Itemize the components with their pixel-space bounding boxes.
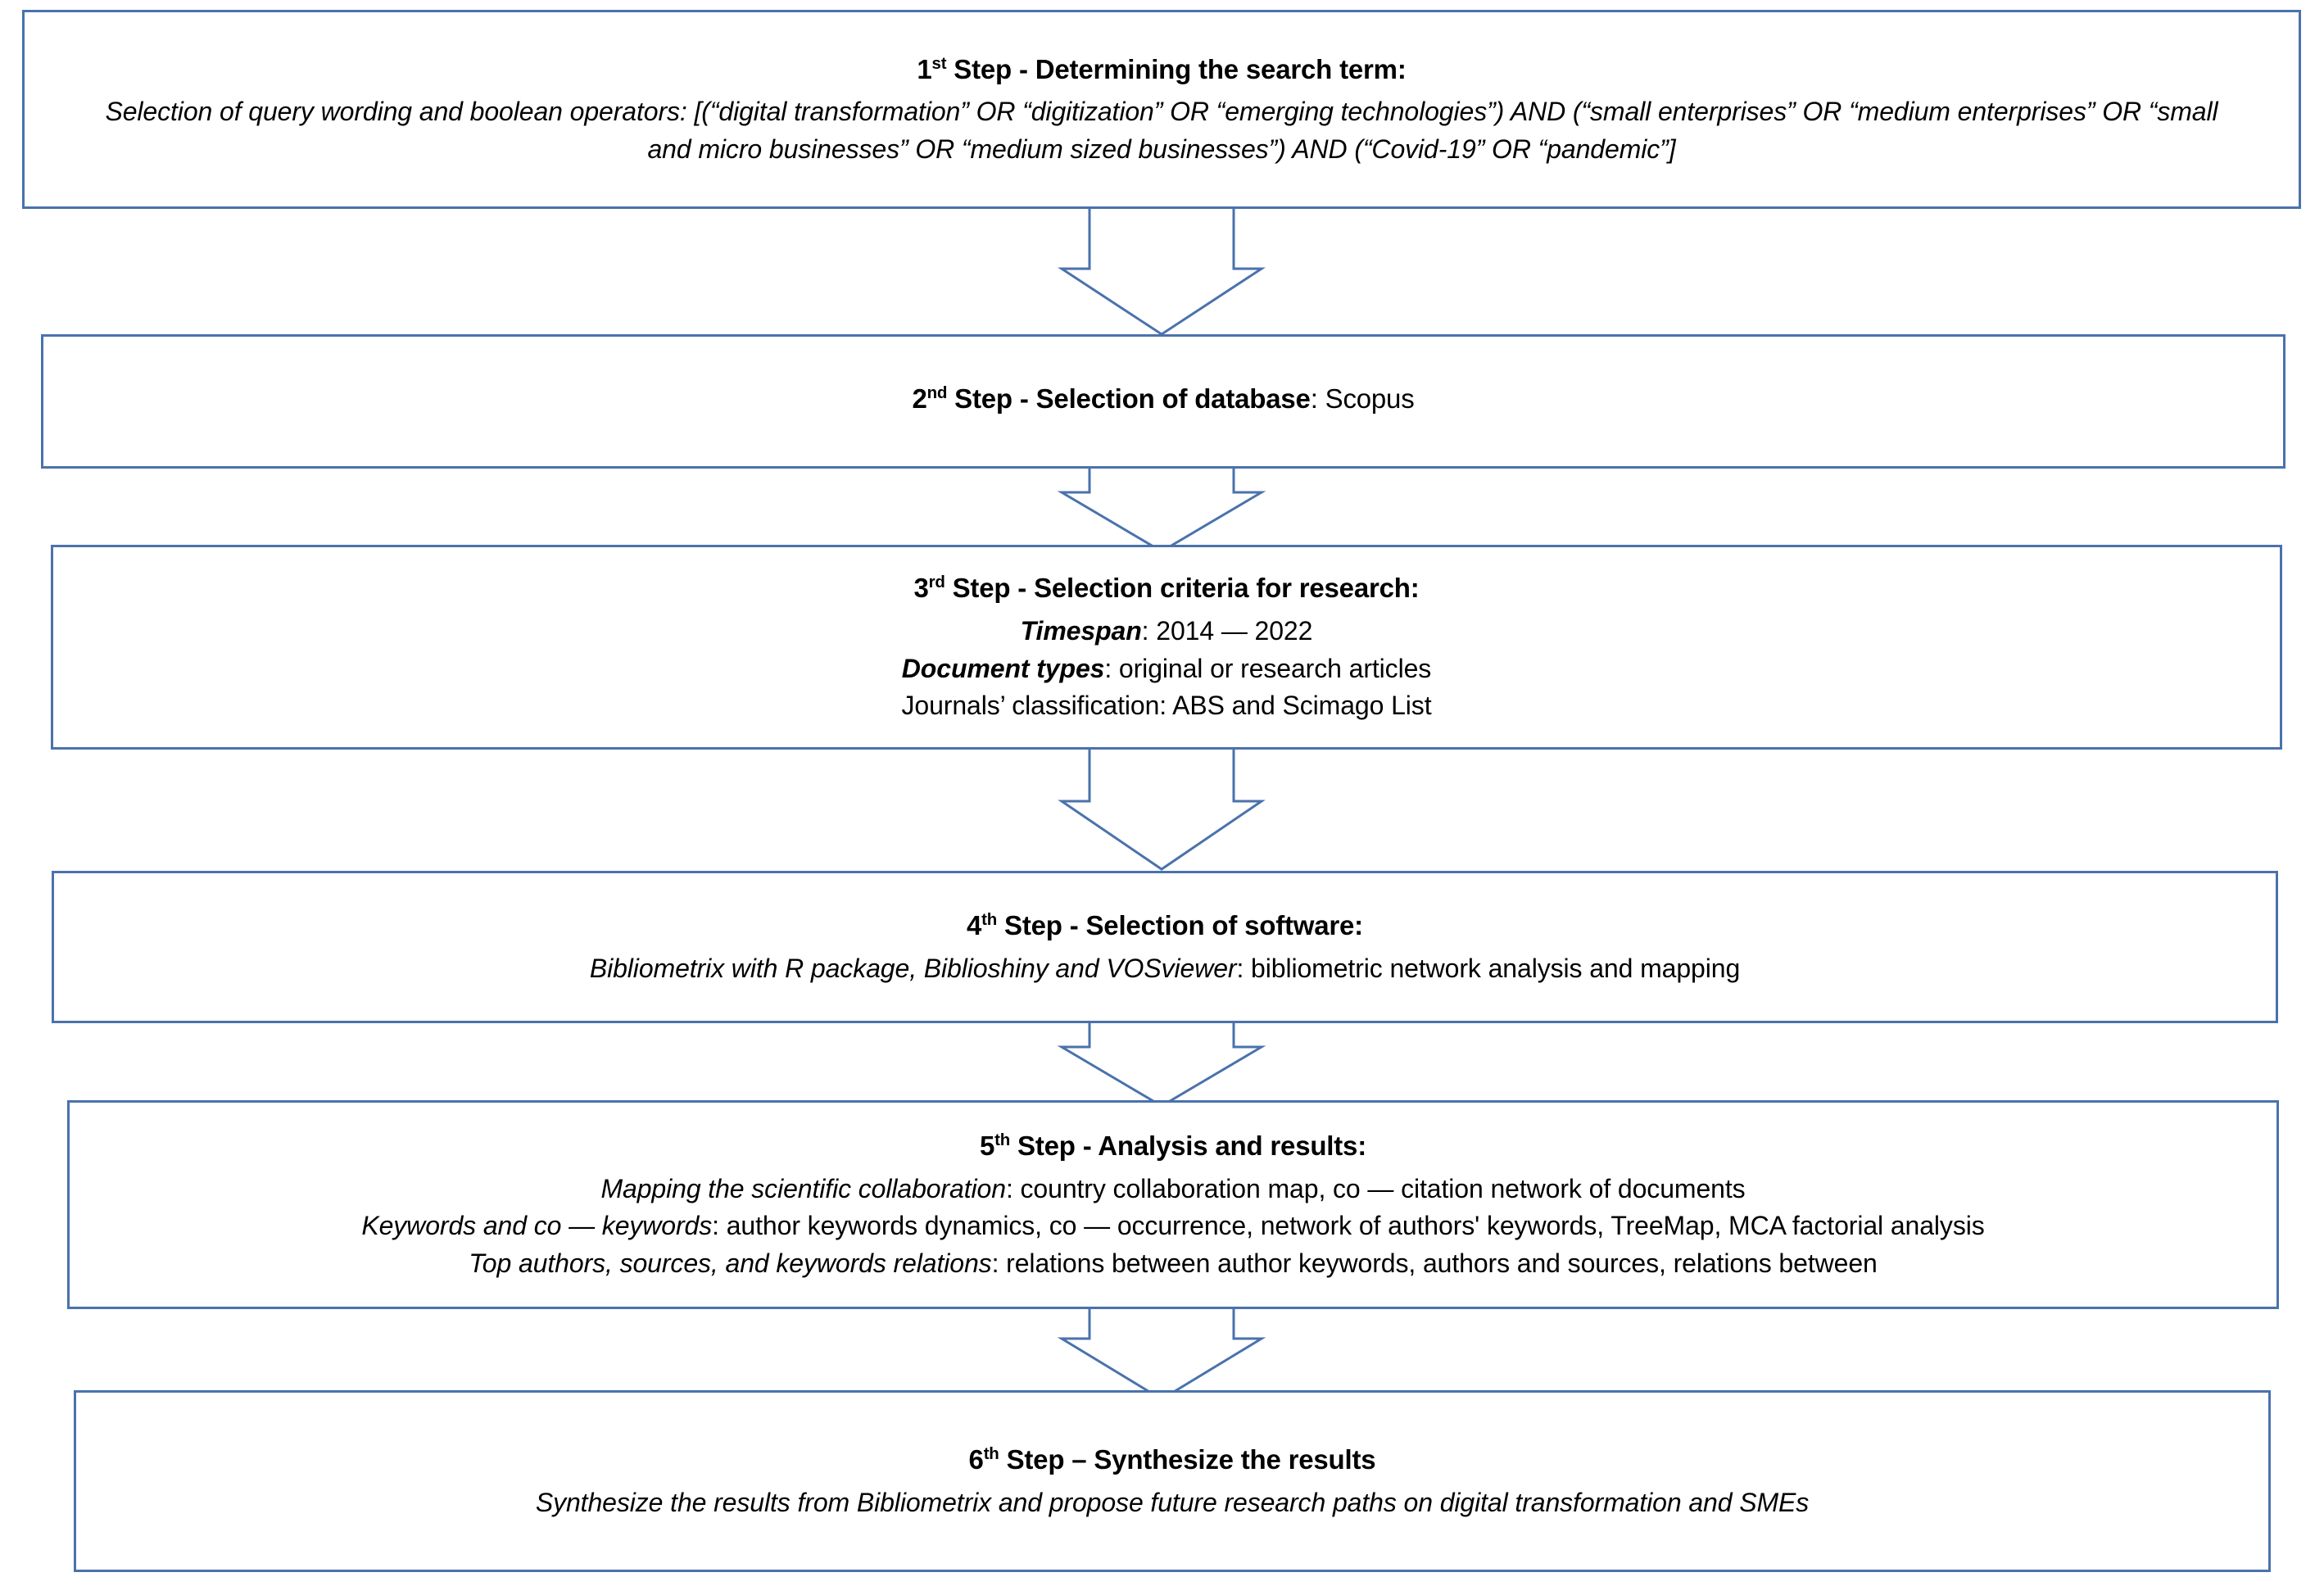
- step-3-line-2-lead: Document types: [901, 653, 1105, 683]
- step-4-line-1-lead: Bibliometrix with R package, Biblioshiny…: [589, 953, 1237, 983]
- arrow-step3-to-step4: [1058, 737, 1266, 875]
- step-3-dash: -: [1010, 573, 1035, 604]
- step-5-line-3-lead: Top authors, sources, and keywords relat…: [469, 1248, 992, 1278]
- step-box-3[interactable]: 3rd Step - Selection criteria for resear…: [51, 545, 2282, 750]
- step-3-heading: 3rd Step - Selection criteria for resear…: [86, 569, 2247, 608]
- step-5-heading: 5th Step - Analysis and results:: [97, 1127, 2249, 1166]
- step-2-ordinal-suffix: nd: [926, 383, 948, 402]
- step-5-line-3-rest: : relations between author keywords, aut…: [991, 1248, 1878, 1278]
- arrow-step4-to-step5: [1057, 1011, 1266, 1108]
- step-4-ordinal-number: 4: [967, 909, 982, 940]
- step-5-body-line-3: Top authors, sources, and keywords relat…: [97, 1245, 2249, 1282]
- arrow-step5-to-step6: [1057, 1298, 1266, 1401]
- step-5-step-word-wrap: Step: [1017, 1130, 1076, 1161]
- step-3-ordinal-suffix: rd: [928, 573, 945, 592]
- step-4-step-word-wrap: Step: [1004, 909, 1062, 940]
- step-1-body-lead: Selection of query wording and boolean o…: [105, 97, 680, 127]
- step-1-heading-bold: Determining the search term:: [1035, 53, 1407, 84]
- step-box-5[interactable]: 5th Step - Analysis and results: Mapping…: [67, 1100, 2279, 1309]
- step-3-line-1-lead: Timespan: [1020, 616, 1142, 646]
- step-5-body-line-2: Keywords and co — keywords: author keywo…: [97, 1208, 2249, 1244]
- step-box-1[interactable]: 1st Step - Determining the search term: …: [22, 10, 2301, 209]
- step-6-body-line-1: Synthesize the results from Bibliometrix…: [109, 1484, 2236, 1521]
- step-box-6[interactable]: 6th Step – Synthesize the results Synthe…: [74, 1390, 2271, 1572]
- step-6-dash: –: [1064, 1443, 1094, 1475]
- arrow-step1-to-step2: [1057, 197, 1266, 339]
- step-4-body-line-1: Bibliometrix with R package, Biblioshiny…: [87, 950, 2243, 987]
- step-3-line-3-rest: Journals’ classification: ABS and Scimag…: [901, 691, 1432, 721]
- step-1-dash: -: [1012, 53, 1035, 84]
- step-3-body-line-2: Document types: original or research art…: [86, 650, 2247, 687]
- step-5-line-1-rest: : country collaboration map, co — citati…: [1005, 1173, 1746, 1203]
- step-4-dash: -: [1062, 909, 1086, 940]
- arrow-step2-to-step3: [1057, 456, 1266, 553]
- step-5-heading-bold: Analysis and results:: [1098, 1130, 1366, 1161]
- step-5-line-2-lead: Keywords and co — keywords: [361, 1211, 713, 1241]
- step-6-ordinal-number: 6: [968, 1443, 984, 1475]
- step-3-body-line-1: Timespan: 2014 — 2022: [86, 613, 2247, 650]
- step-3-heading-bold: Selection criteria for research:: [1034, 573, 1420, 604]
- step-3-ordinal-number: 3: [913, 573, 929, 604]
- step-1-ordinal-number: 1: [917, 53, 932, 84]
- step-3-step-word-wrap: Step: [952, 573, 1011, 604]
- step-5-line-2-rest: : author keywords dynamics, co — occurre…: [712, 1211, 1985, 1241]
- step-2-heading: 2nd Step - Selection of database: Scopus: [76, 380, 2250, 419]
- step-2-dash: -: [1012, 383, 1036, 414]
- step-1-heading: 1st Step - Determining the search term:: [57, 51, 2266, 89]
- step-box-4[interactable]: 4th Step - Selection of software: Biblio…: [52, 871, 2278, 1023]
- step-6-line-1-rest: Synthesize the results from Bibliometrix…: [535, 1487, 1810, 1517]
- step-3-line-2-rest: : original or research articles: [1104, 653, 1432, 683]
- step-6-step-word-wrap: Step: [1006, 1443, 1065, 1475]
- step-6-heading-bold: Synthesize the results: [1094, 1443, 1376, 1475]
- step-1-body-line-1: Selection of query wording and boolean o…: [80, 93, 2243, 168]
- step-1-body-rest: : [(“digital transformation” OR “digitiz…: [647, 97, 2218, 164]
- step-5-ordinal-number: 5: [980, 1130, 995, 1161]
- step-4-line-1-rest: : bibliometric network analysis and mapp…: [1236, 953, 1741, 983]
- step-2-step-word-wrap: Step: [954, 383, 1013, 414]
- step-3-line-1-rest: : 2014 — 2022: [1141, 616, 1313, 646]
- step-4-heading-bold: Selection of software:: [1085, 909, 1363, 940]
- step-4-heading: 4th Step - Selection of software:: [87, 907, 2243, 945]
- step-2-heading-tail: : Scopus: [1310, 383, 1415, 414]
- step-1-step-word-wrap: Step: [954, 53, 1013, 84]
- step-5-line-1-lead: Mapping the scientific collaboration: [600, 1173, 1006, 1203]
- step-5-body-line-1: Mapping the scientific collaboration: co…: [97, 1171, 2249, 1208]
- step-3-body-line-3: Journals’ classification: ABS and Scimag…: [86, 687, 2247, 724]
- step-5-dash: -: [1075, 1130, 1099, 1161]
- step-6-heading: 6th Step – Synthesize the results: [109, 1441, 2236, 1480]
- step-box-2[interactable]: 2nd Step - Selection of database: Scopus: [41, 334, 2285, 469]
- step-1-ordinal-suffix: st: [931, 53, 947, 73]
- step-6-ordinal-suffix: th: [983, 1443, 999, 1463]
- step-2-heading-bold: Selection of database: [1035, 383, 1311, 414]
- step-4-ordinal-suffix: th: [981, 909, 998, 929]
- step-2-ordinal-number: 2: [912, 383, 927, 414]
- step-5-ordinal-suffix: th: [994, 1130, 1011, 1149]
